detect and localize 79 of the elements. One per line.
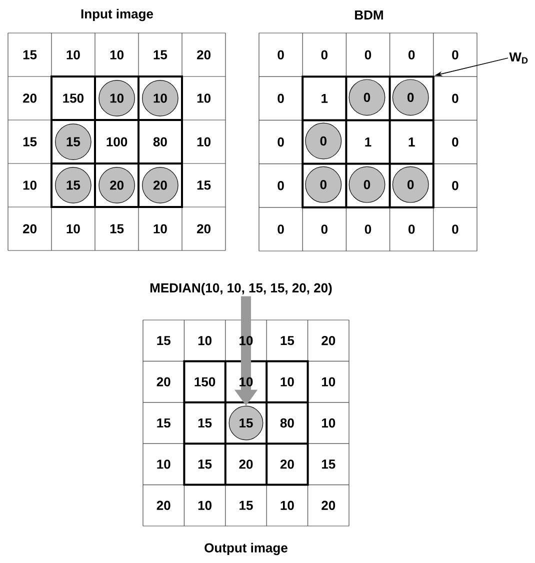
circled-cell: 0: [348, 166, 386, 203]
cell-value: 15: [198, 460, 212, 469]
cell-value: 20: [156, 500, 170, 510]
circled-cell: 10: [142, 80, 178, 116]
circled-cell: 0: [348, 79, 386, 116]
cell-value: 0: [278, 94, 284, 103]
cell-value: 15: [157, 418, 170, 428]
cell-value: 10: [322, 377, 336, 386]
circled-cell: 0: [305, 122, 342, 160]
cell-value: 10: [157, 460, 170, 469]
circled-cell: 15: [55, 124, 92, 160]
cell-value: 20: [156, 377, 170, 386]
cell-value: 10: [154, 224, 167, 234]
cell-value: 0: [452, 137, 458, 147]
cell-value: 15: [23, 137, 37, 146]
cell-value: 20: [322, 336, 336, 346]
title: Input image: [81, 8, 154, 22]
cell-value: 0: [452, 94, 458, 103]
cell-value: 150: [63, 94, 84, 103]
cell-value: 0: [278, 137, 284, 147]
cell-value: 0: [278, 50, 284, 60]
cell-value: 15: [157, 336, 170, 346]
cell-value: 0: [321, 224, 328, 234]
cell-value: 10: [280, 500, 294, 510]
cell-value: 1: [322, 94, 328, 103]
cell-value: 10: [66, 50, 80, 60]
cell-value: 0: [278, 224, 284, 234]
circled-cell: 20: [142, 167, 178, 204]
cell-value: 15: [280, 336, 294, 346]
cell-value: 20: [280, 460, 294, 469]
circled-cell: 0: [392, 166, 429, 203]
cell-value: 20: [197, 224, 210, 234]
cell-value: 10: [23, 180, 36, 190]
cell-value: 10: [197, 137, 210, 146]
cell-value: 15: [110, 224, 124, 234]
cell-value: 150: [194, 377, 216, 386]
text-label: MEDIAN(10, 10, 15, 15, 20, 20): [150, 282, 332, 296]
cell-value: 1: [408, 138, 415, 146]
cell-value: 100: [106, 137, 128, 146]
cell-value: 20: [197, 50, 210, 60]
cell-value: 0: [452, 224, 458, 234]
cell-value: 20: [23, 94, 36, 103]
cell-value: 0: [321, 50, 328, 60]
title: Output image: [204, 542, 288, 556]
cell-value: 20: [322, 500, 336, 510]
cell-value: 10: [110, 50, 124, 60]
cell-value: 20: [23, 224, 36, 234]
circled-cell: 15: [55, 167, 92, 204]
cell-value: 10: [322, 418, 336, 428]
cell-value: 0: [408, 224, 415, 234]
title: BDM: [355, 10, 383, 20]
circled-cell: 0: [305, 166, 342, 203]
circled-cell: 10: [98, 80, 135, 116]
cell-value: 10: [66, 224, 80, 234]
cell-value: 15: [198, 418, 212, 428]
window-outline: [302, 76, 434, 208]
cell-value: 20: [239, 460, 253, 469]
text-label: W$_{D}$: [509, 52, 528, 64]
cell-value: 0: [452, 50, 458, 60]
cell-value: 15: [197, 180, 211, 190]
cell-value: 10: [198, 336, 212, 346]
circled-cell: 15: [228, 406, 264, 440]
cell-value: 0: [452, 181, 458, 190]
circled-cell: 0: [392, 79, 429, 116]
cell-value: 0: [364, 224, 372, 234]
cell-value: 15: [23, 50, 37, 60]
cell-value: 0: [364, 50, 372, 60]
cell-value: 10: [280, 377, 294, 386]
cell-value: 10: [198, 500, 212, 510]
cell-value: 0: [408, 50, 415, 60]
cell-value: 0: [278, 181, 284, 190]
cell-value: 15: [154, 50, 168, 60]
cell-value: 15: [322, 460, 336, 469]
cell-value: 1: [365, 138, 372, 146]
cell-value: 15: [240, 500, 253, 510]
cell-value: 80: [280, 418, 294, 428]
cell-value: 10: [197, 94, 210, 103]
cell-value: 80: [153, 137, 167, 146]
circled-cell: 20: [98, 167, 135, 204]
